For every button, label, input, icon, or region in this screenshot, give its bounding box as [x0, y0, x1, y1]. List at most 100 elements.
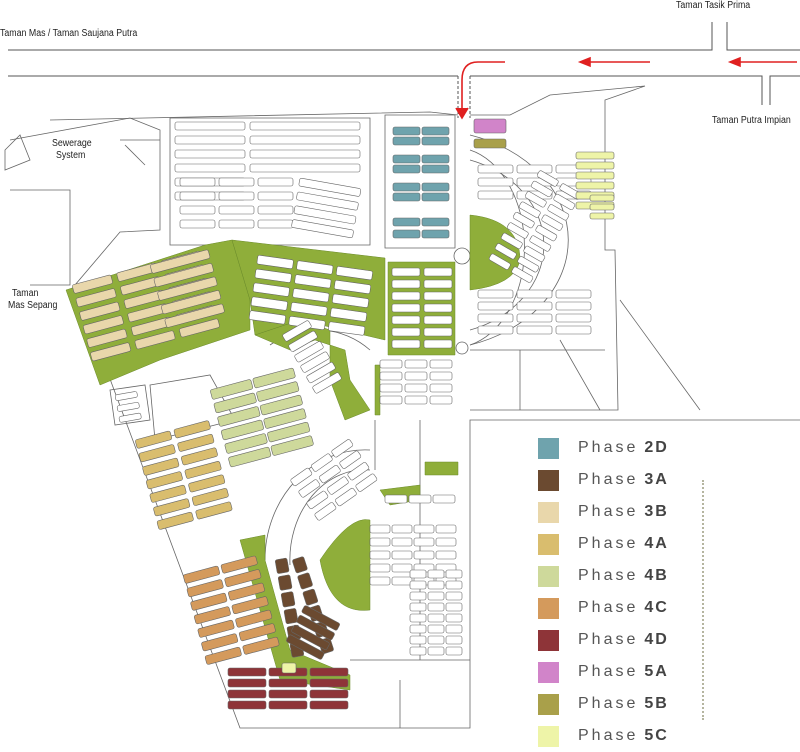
lot [445, 613, 463, 623]
lot [227, 667, 267, 677]
lot [179, 177, 216, 187]
lot [328, 321, 366, 336]
legend-word: Phase [578, 503, 639, 520]
lot [392, 154, 421, 164]
lot [404, 359, 428, 369]
lot [427, 646, 445, 656]
lot [174, 135, 246, 145]
lot [293, 205, 357, 225]
lot [427, 602, 445, 612]
lot [535, 225, 558, 242]
lot [409, 646, 427, 656]
lot [242, 636, 280, 655]
legend-swatch [538, 533, 559, 555]
lot [421, 192, 450, 202]
lot [423, 339, 453, 349]
lot [575, 161, 615, 170]
lot [194, 606, 231, 625]
lot [250, 296, 288, 311]
lots-existing [282, 320, 342, 394]
lot [413, 537, 435, 547]
lot [204, 646, 242, 665]
lot [318, 464, 341, 484]
lot [228, 446, 272, 468]
legend-swatch [538, 597, 559, 619]
lot [392, 164, 421, 174]
lot [118, 412, 142, 423]
lot [379, 383, 403, 393]
lot [432, 494, 456, 504]
lot [427, 591, 445, 601]
lot [391, 563, 413, 573]
lot [138, 444, 176, 463]
lot [392, 192, 421, 202]
lot [173, 420, 211, 439]
lot [302, 588, 319, 606]
legend-item: Phase 3B [538, 496, 669, 528]
lot [296, 260, 334, 275]
lot [294, 341, 324, 363]
lot [291, 624, 330, 650]
legend-code: 3B [644, 503, 669, 520]
lot [252, 282, 290, 297]
lot [310, 453, 333, 472]
lot [555, 301, 592, 311]
lot [309, 689, 349, 699]
lot [392, 126, 421, 136]
lots-existing [249, 121, 361, 173]
lot [218, 219, 255, 229]
lot [179, 318, 220, 338]
lots-existing [174, 121, 246, 201]
lot [516, 313, 553, 323]
lot [213, 392, 257, 414]
lot [135, 430, 172, 449]
lot [296, 191, 359, 211]
lot [339, 450, 362, 469]
legend-code: 4D [644, 631, 669, 648]
legend-swatch [538, 693, 559, 715]
lot [477, 325, 514, 335]
lot [516, 325, 553, 335]
lot [292, 556, 308, 574]
lot [409, 569, 427, 579]
lots-existing [115, 391, 142, 423]
lot [427, 624, 445, 634]
lot [275, 557, 290, 574]
lot [227, 700, 267, 710]
lot [263, 408, 307, 429]
lots-phase-2d [392, 217, 450, 239]
lot [146, 471, 183, 490]
lot [589, 203, 615, 211]
lots-existing [391, 267, 453, 349]
lot [408, 494, 432, 504]
lot [494, 243, 517, 260]
legend-word: Phase [578, 471, 639, 488]
lots-existing [179, 177, 294, 229]
lot [116, 402, 140, 412]
lot [249, 149, 361, 159]
lot [413, 524, 435, 534]
lots-phase-5c [575, 151, 615, 210]
lot [256, 381, 300, 402]
lot [355, 473, 378, 492]
legend-code: 5B [644, 695, 669, 712]
lot [392, 182, 421, 192]
lot [312, 372, 342, 394]
lot [314, 502, 337, 521]
lot [421, 217, 450, 227]
lot [473, 118, 507, 134]
lot [186, 579, 224, 598]
lots-phase-4d [227, 667, 349, 710]
lot [256, 254, 294, 269]
lot [589, 194, 615, 202]
lot [335, 266, 373, 281]
legend-word: Phase [578, 727, 639, 744]
lot [301, 605, 340, 631]
legend-word: Phase [578, 663, 639, 680]
legend-code: 2D [644, 439, 669, 456]
lots-existing [291, 178, 362, 238]
lot [280, 591, 296, 608]
lot [506, 222, 529, 239]
